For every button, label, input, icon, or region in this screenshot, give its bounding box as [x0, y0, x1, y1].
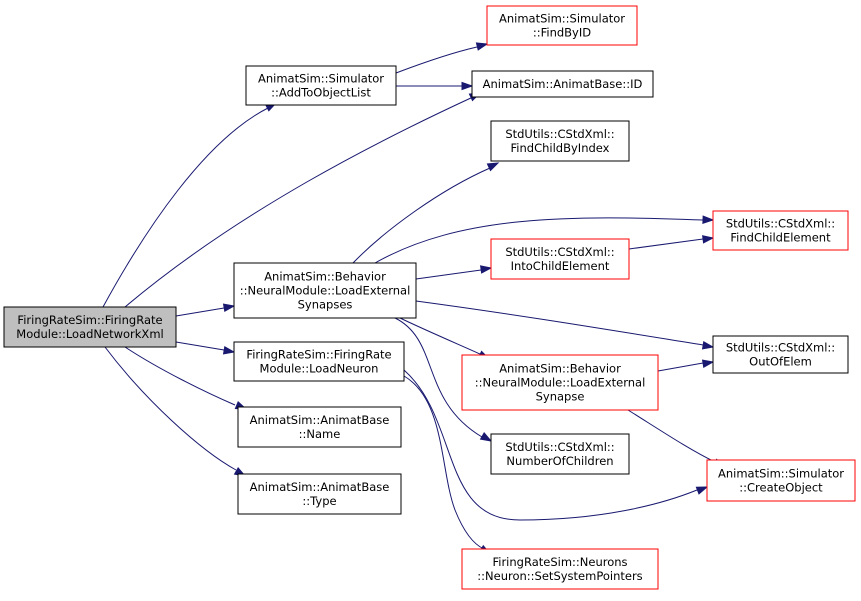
- node-box[interactable]: [490, 238, 630, 280]
- arrowhead-load_neuron: [222, 345, 236, 355]
- node-label-line: AnimatSim::Simulator: [499, 12, 625, 26]
- node-label-line: StdUtils::CStdXml::: [726, 341, 835, 355]
- edge-into_child_element-to-find_child_element: [628, 238, 704, 250]
- node-label-line: Synapse: [536, 390, 585, 404]
- node-label-line: ::FindByID: [533, 26, 591, 40]
- edge-root-to-load_external_synapses: [175, 307, 225, 317]
- node-box[interactable]: [461, 548, 659, 590]
- node-box[interactable]: [471, 70, 654, 98]
- node-add-to-object-list[interactable]: AnimatSim::Simulator::AddToObjectList: [245, 65, 397, 106]
- node-label-line: ::AddToObjectList: [271, 86, 371, 100]
- nodes-layer: FiringRateSim::FiringRateModule::LoadNet…: [3, 5, 856, 590]
- edge-root-to-animatbase_id: [124, 96, 474, 308]
- node-box[interactable]: [486, 5, 638, 46]
- edge-root-to-add_to_object_list: [102, 107, 269, 308]
- node-load-external-synapse[interactable]: AnimatSim::Behavior::NeuralModule::LoadE…: [461, 354, 659, 411]
- node-label-line: AnimatSim::AnimatBase: [250, 413, 390, 427]
- arrowhead-find_child_element: [702, 215, 715, 224]
- node-label-line: AnimatSim::Simulator: [258, 72, 384, 86]
- edge-root-to-load_neuron: [175, 341, 225, 351]
- node-box[interactable]: [233, 262, 417, 319]
- node-find-by-id[interactable]: AnimatSim::Simulator::FindByID: [486, 5, 638, 46]
- node-label-line: ::NeuralModule::LoadExternal: [240, 284, 411, 298]
- node-label-line: StdUtils::CStdXml::: [505, 245, 614, 259]
- edge-load_external_synapses-to-number_of_children: [394, 317, 483, 438]
- node-animatbase-id[interactable]: AnimatSim::AnimatBase::ID: [471, 70, 654, 98]
- node-into-child-element[interactable]: StdUtils::CStdXml::IntoChildElement: [490, 238, 630, 280]
- arrowhead-out_of_elem: [701, 359, 715, 368]
- node-label-line: Module::LoadNeuron: [260, 362, 379, 376]
- node-animatbase-type[interactable]: AnimatSim::AnimatBase::Type: [237, 473, 402, 515]
- node-find-child-by-index[interactable]: StdUtils::CStdXml::FindChildByIndex: [490, 120, 630, 162]
- arrowhead-load_external_synapses: [222, 303, 236, 313]
- edge-root-to-animatbase_name: [124, 346, 236, 406]
- node-label-line: ::Neuron::SetSystemPointers: [477, 569, 642, 583]
- node-label-line: ::NeuralModule::LoadExternal: [475, 376, 646, 390]
- node-label-line: ::Name: [299, 427, 341, 441]
- node-label-line: ::Type: [302, 494, 336, 508]
- node-label-line: FiringRateSim::FiringRate: [17, 313, 162, 327]
- node-box[interactable]: [712, 335, 849, 374]
- node-label-line: NumberOfChildren: [506, 454, 613, 468]
- node-set-system-pointers[interactable]: FiringRateSim::Neurons::Neuron::SetSyste…: [461, 548, 659, 590]
- node-label-line: AnimatSim::Behavior: [264, 270, 386, 284]
- edge-load_neuron-to-set_system_pointers: [403, 375, 485, 550]
- arrowhead-into_child_element: [479, 265, 493, 274]
- node-box[interactable]: [233, 341, 405, 382]
- node-label-line: FiringRateSim::Neurons: [492, 555, 627, 569]
- node-box[interactable]: [490, 433, 630, 475]
- node-label-line: StdUtils::CStdXml::: [726, 217, 835, 231]
- node-box[interactable]: [237, 473, 402, 515]
- node-create-object[interactable]: AnimatSim::Simulator::CreateObject: [706, 459, 856, 502]
- edge-load_external_synapse-to-out_of_elem: [657, 362, 704, 372]
- node-animatbase-name[interactable]: AnimatSim::AnimatBase::Name: [237, 406, 402, 448]
- arrowhead-number_of_children: [479, 432, 493, 442]
- edge-load_external_synapses-to-out_of_elem: [415, 300, 704, 346]
- node-label-line: AnimatSim::Simulator: [718, 467, 844, 481]
- arrowhead-create_object: [695, 486, 709, 495]
- node-root[interactable]: FiringRateSim::FiringRateModule::LoadNet…: [3, 306, 177, 348]
- node-label-line: StdUtils::CStdXml::: [505, 440, 614, 454]
- arrowhead-find_child_element: [702, 235, 715, 244]
- node-label-line: FiringRateSim::FiringRate: [246, 348, 391, 362]
- node-number-of-children[interactable]: StdUtils::CStdXml::NumberOfChildren: [490, 433, 630, 475]
- edges-layer: [102, 42, 726, 555]
- arrowhead-animatbase_id: [461, 81, 474, 91]
- node-box[interactable]: [3, 306, 177, 348]
- edge-load_external_synapses-to-load_external_synapse: [399, 317, 481, 355]
- node-label-line: FindChildByIndex: [511, 141, 610, 155]
- node-label-line: OutOfElem: [749, 355, 812, 369]
- edge-load_external_synapses-to-find_child_by_index: [352, 167, 491, 264]
- node-box[interactable]: [237, 406, 402, 448]
- node-label-line: StdUtils::CStdXml::: [505, 127, 614, 141]
- edge-load_external_synapses-to-find_child_element: [374, 217, 704, 264]
- node-label-line: FindChildElement: [730, 231, 831, 245]
- node-out-of-elem[interactable]: StdUtils::CStdXml::OutOfElem: [712, 335, 849, 374]
- node-label-line: AnimatSim::AnimatBase: [250, 480, 390, 494]
- node-find-child-element[interactable]: StdUtils::CStdXml::FindChildElement: [712, 210, 849, 251]
- node-label-line: ::CreateObject: [739, 481, 823, 495]
- node-load-external-synapses[interactable]: AnimatSim::Behavior::NeuralModule::LoadE…: [233, 262, 417, 319]
- node-label-line: IntoChildElement: [511, 259, 610, 273]
- node-box[interactable]: [461, 354, 659, 411]
- node-box[interactable]: [490, 120, 630, 162]
- arrowhead-out_of_elem: [701, 341, 715, 350]
- node-label-line: Module::LoadNetworkXml: [16, 327, 163, 341]
- edge-load_neuron-to-create_object: [403, 369, 698, 521]
- node-load-neuron[interactable]: FiringRateSim::FiringRateModule::LoadNeu…: [233, 341, 405, 382]
- arrowhead-find_by_id: [475, 42, 489, 51]
- edge-root-to-animatbase_type: [104, 346, 237, 471]
- node-box[interactable]: [712, 210, 849, 251]
- edge-load_external_synapses-to-into_child_element: [415, 269, 482, 280]
- arrowhead-find_child_by_index: [486, 162, 500, 172]
- node-label-line: AnimatSim::Behavior: [499, 362, 621, 376]
- node-label-line: Synapses: [298, 298, 353, 312]
- node-box[interactable]: [245, 65, 397, 106]
- edge-load_external_synapse-to-create_object: [627, 409, 716, 463]
- node-box[interactable]: [706, 459, 856, 502]
- edge-add_to_object_list-to-find_by_id: [395, 46, 478, 74]
- node-label-line: AnimatSim::AnimatBase::ID: [483, 77, 643, 91]
